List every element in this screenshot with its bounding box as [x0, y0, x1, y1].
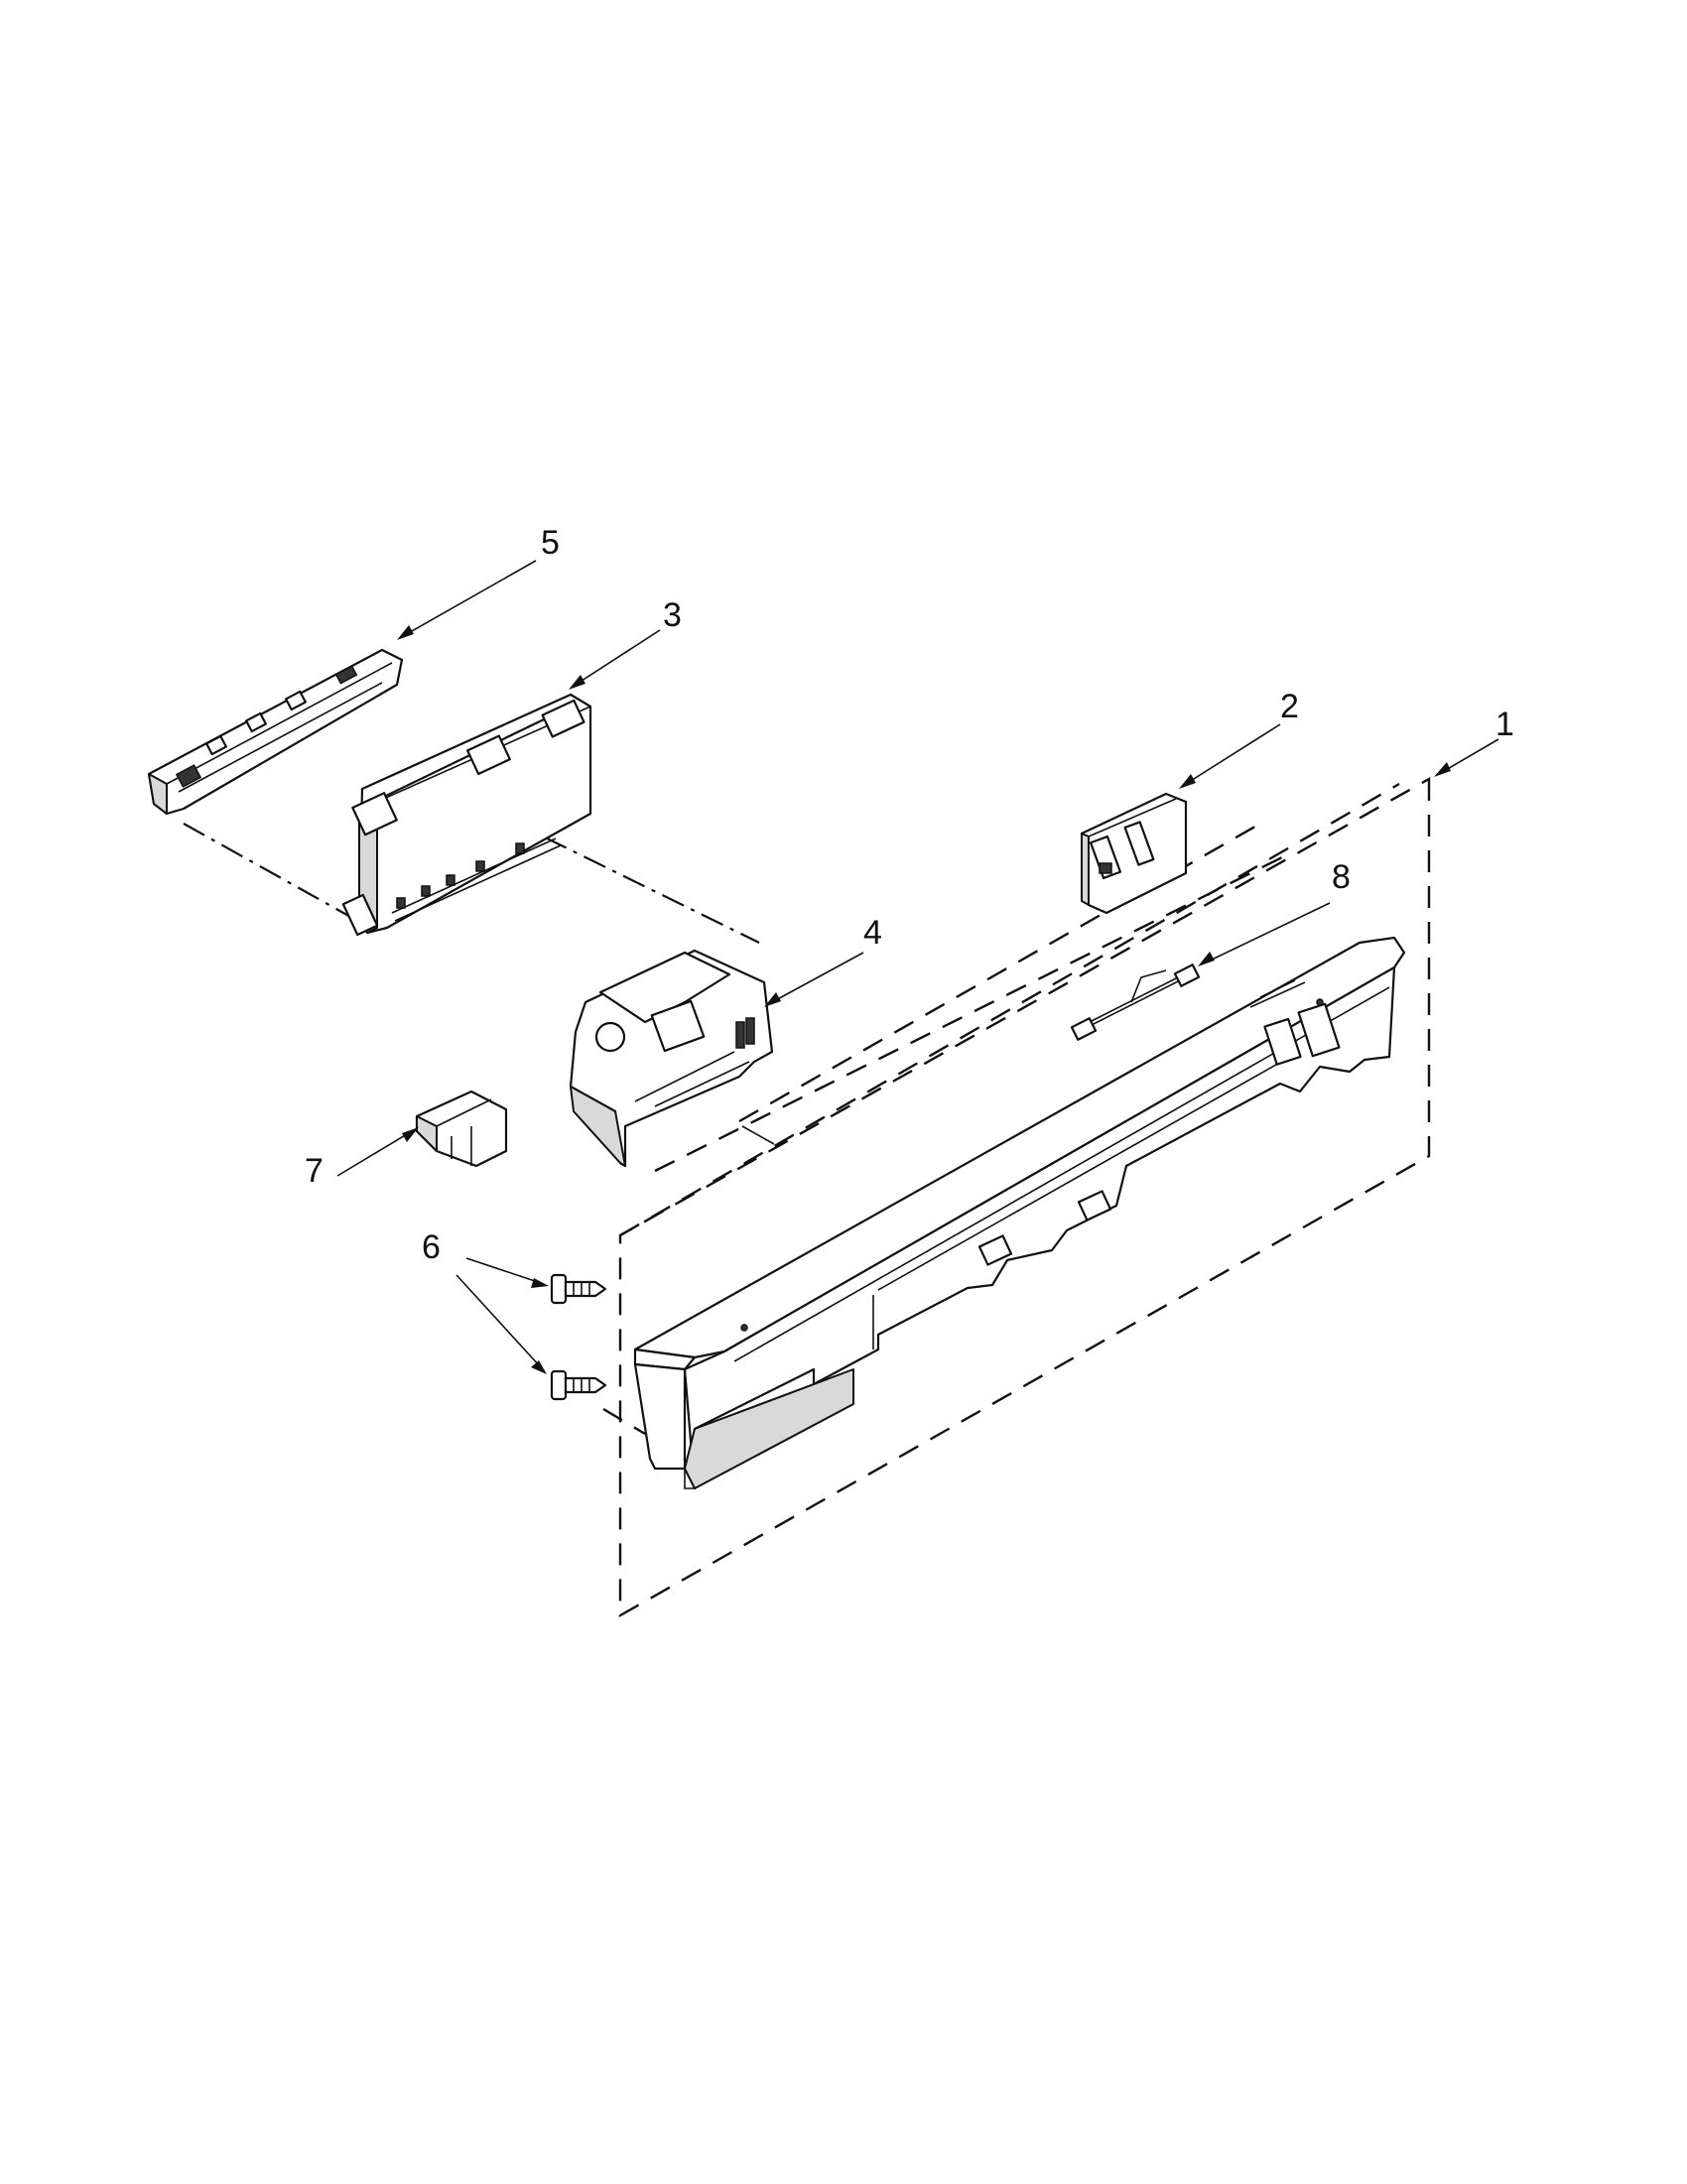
- part-6-screws: [550, 1273, 607, 1401]
- callout-2: 2: [1280, 688, 1299, 725]
- part-4-ui-housing: [569, 949, 774, 1168]
- screw-lower: [550, 1369, 607, 1401]
- callout-6: 6: [422, 1228, 441, 1266]
- part-5-switch-bracket: [147, 648, 404, 816]
- callout-5: 5: [541, 524, 560, 562]
- callout-8: 8: [1332, 858, 1351, 896]
- part-2-bracket: [1080, 792, 1188, 915]
- callout-1: 1: [1495, 706, 1514, 743]
- leader-lines: [336, 560, 1499, 1374]
- part-3-control-board: [341, 693, 592, 937]
- screw-upper: [550, 1273, 607, 1305]
- callout-3: 3: [663, 596, 682, 634]
- callout-7: 7: [305, 1152, 324, 1190]
- callout-4: 4: [863, 914, 882, 952]
- assembly-boundary-dashed: [618, 776, 1431, 1618]
- part-1-control-panel-housing: [633, 936, 1406, 1490]
- part-7-clip-bracket: [415, 1090, 508, 1168]
- part-8-wire-harness: [1070, 964, 1201, 1041]
